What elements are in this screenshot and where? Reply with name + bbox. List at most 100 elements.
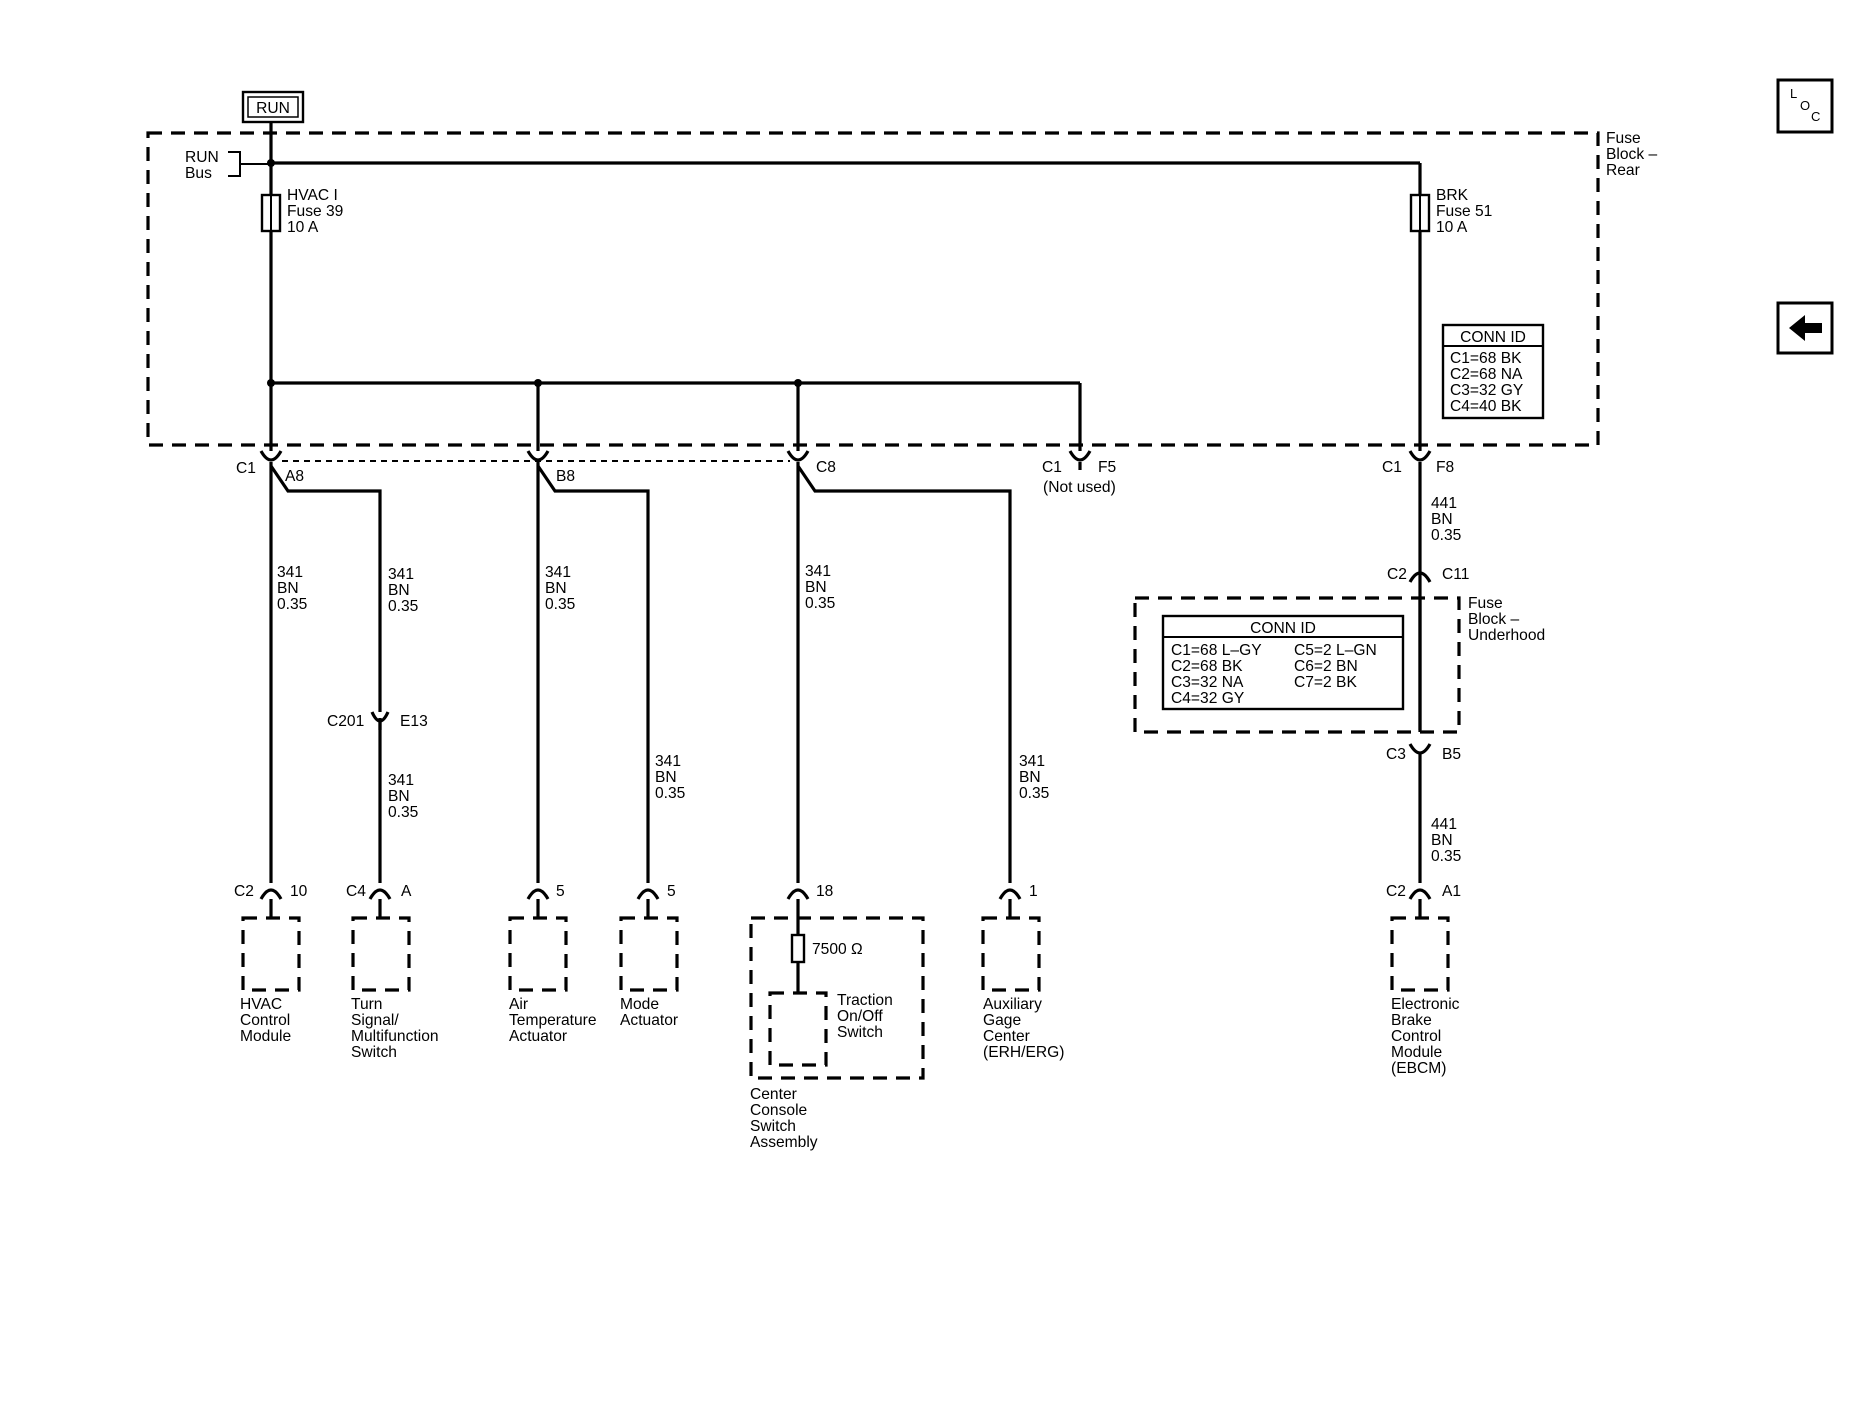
hvac-label-line1: HVAC — [240, 996, 282, 1013]
component-stubs — [269, 899, 1422, 918]
wire-circuit: 341 — [388, 566, 414, 583]
wire-circuit: 341 — [805, 563, 831, 580]
underhood-conn-id-item: C4=32 GY — [1171, 690, 1245, 707]
auxiliary-gage-center: Auxiliary Gage Center (ERH/ERG) — [981, 916, 1064, 1061]
fuse-brk-line2: Fuse 51 — [1436, 203, 1492, 220]
fuse-hvac-39: HVAC I Fuse 39 10 A — [260, 187, 343, 236]
wire-size: 0.35 — [277, 596, 308, 613]
mode-conn-pin: 5 — [667, 883, 676, 900]
turn-label-line4: Switch — [351, 1044, 397, 1061]
turn-label-line2: Signal/ — [351, 1012, 399, 1029]
bus-label-line2: Bus — [185, 165, 212, 182]
hvac-conn-pin: 10 — [290, 883, 308, 900]
hvac-branch-wires — [269, 462, 382, 883]
connector-b5-label: B5 — [1442, 746, 1461, 763]
wire-circuit: 341 — [1019, 753, 1045, 770]
fbu-label-line3: Underhood — [1468, 627, 1545, 644]
wire-color: BN — [655, 769, 677, 786]
connector-c1-f8-c1: C1 — [1382, 459, 1402, 476]
turn-conn-pin: A — [401, 883, 412, 900]
rear-conn-id-item: C3=32 GY — [1450, 382, 1524, 399]
wire-circuit: 341 — [388, 772, 414, 789]
connector-c2-label: C2 — [1387, 566, 1407, 583]
console-label-line4: Assembly — [750, 1134, 818, 1151]
connector-row-c1: C1 A8 B8 C8 C1 F5 (Not used) C1 F8 — [236, 450, 1454, 496]
wire-color: BN — [388, 582, 410, 599]
traction-label-line2: On/Off — [837, 1008, 883, 1025]
wire-size: 0.35 — [388, 804, 419, 821]
hvac-control-module: HVAC Control Module — [240, 916, 301, 1045]
wire-label-341-hvac: 341 BN 0.35 — [277, 564, 308, 613]
mode-label-line2: Actuator — [620, 1012, 678, 1029]
wire-color: BN — [805, 579, 827, 596]
fbr-label-line3: Rear — [1606, 162, 1640, 179]
back-button[interactable] — [1776, 301, 1834, 355]
ebcm-label-line2: Brake — [1391, 1012, 1432, 1029]
aux-label-line4: (ERH/ERG) — [983, 1044, 1064, 1061]
fuse-block-underhood: Fuse Block – Underhood CONN ID C1=68 L–G… — [1133, 595, 1545, 734]
fuse-block-rear-outline — [146, 131, 1600, 447]
aux-label-line2: Gage — [983, 1012, 1021, 1029]
resistor-value: 7500 Ω — [812, 941, 863, 958]
fuse-hvac-line2: Fuse 39 — [287, 203, 343, 220]
rear-conn-id-item: C1=68 BK — [1450, 350, 1522, 367]
fuse-brk-line3: 10 A — [1436, 219, 1468, 236]
wire-circuit: 341 — [655, 753, 681, 770]
air-label-line1: Air — [509, 996, 528, 1013]
bus-label-line1: RUN — [185, 149, 219, 166]
aux-label-line3: Center — [983, 1028, 1030, 1045]
wire-color: BN — [388, 788, 410, 805]
hvac-label-line2: Control — [240, 1012, 290, 1029]
wire-size: 0.35 — [1431, 848, 1462, 865]
ebcm-conn-pin: A1 — [1442, 883, 1461, 900]
aux-conn-pin: 1 — [1029, 883, 1038, 900]
loc-button[interactable]: L O C — [1776, 78, 1834, 134]
ebcm-label-line5: (EBCM) — [1391, 1060, 1446, 1077]
hvac-label-line3: Module — [240, 1028, 291, 1045]
connector-c3-label: C3 — [1386, 746, 1406, 763]
fuse-hvac-line3: 10 A — [287, 219, 319, 236]
wire-label-341-aux: 341 BN 0.35 — [1019, 753, 1050, 802]
wire-label-341-console: 341 BN 0.35 — [805, 563, 836, 612]
loc-letter-o: O — [1800, 98, 1810, 113]
underhood-conn-id-item: C3=32 NA — [1171, 674, 1244, 691]
turn-label-line3: Multifunction — [351, 1028, 439, 1045]
connector-a8-label: A8 — [285, 468, 304, 485]
connector-f5-label: F5 — [1098, 459, 1117, 476]
ebcm-label-line3: Control — [1391, 1028, 1441, 1045]
traction-label-line1: Traction — [837, 992, 893, 1009]
connector-c1-f5-c1: C1 — [1042, 459, 1062, 476]
wire-circuit: 441 — [1431, 495, 1457, 512]
fuse-block-rear-label: Fuse Block – Rear — [1606, 130, 1657, 179]
mode-actuator: Mode Actuator — [619, 916, 679, 1029]
wire-size: 0.35 — [1019, 785, 1050, 802]
wire-label-341-turn-upper: 341 BN 0.35 — [388, 566, 419, 615]
wire-circuit: 341 — [277, 564, 303, 581]
wire-color: BN — [545, 580, 567, 597]
run-bus-label: RUN Bus — [185, 149, 271, 182]
wire-label-341-mode: 341 BN 0.35 — [655, 753, 686, 802]
wire-size: 0.35 — [388, 598, 419, 615]
wire-color: BN — [1431, 511, 1453, 528]
wire-circuit: 341 — [545, 564, 571, 581]
rear-conn-id-table: CONN ID C1=68 BK C2=68 NA C3=32 GY C4=40… — [1441, 323, 1545, 420]
fuse-brk-line1: BRK — [1436, 187, 1469, 204]
ebcm-label-line4: Module — [1391, 1044, 1442, 1061]
wire-size: 0.35 — [655, 785, 686, 802]
electronic-brake-control-module: Electronic Brake Control Module (EBCM) — [1390, 916, 1460, 1077]
wire-circuit: 441 — [1431, 816, 1457, 833]
underhood-conn-id-item: C7=2 BK — [1294, 674, 1357, 691]
turn-conn-c4: C4 — [346, 883, 366, 900]
loc-letter-c: C — [1811, 109, 1820, 124]
connector-e13-label: E13 — [400, 713, 428, 730]
aux-label-line1: Auxiliary — [983, 996, 1042, 1013]
loc-letter-l: L — [1790, 86, 1797, 101]
distribution-wiring — [267, 231, 1422, 451]
traction-label-line3: Switch — [837, 1024, 883, 1041]
connector-c1-label: C1 — [236, 460, 256, 477]
b8-branch-wires — [536, 462, 650, 883]
hvac-conn-c2: C2 — [234, 883, 254, 900]
wire-size: 0.35 — [545, 596, 576, 613]
component-connectors: C2 10 C4 A 5 5 18 1 C2 A1 — [234, 883, 1461, 900]
underhood-conn-id-item: C6=2 BN — [1294, 658, 1358, 675]
